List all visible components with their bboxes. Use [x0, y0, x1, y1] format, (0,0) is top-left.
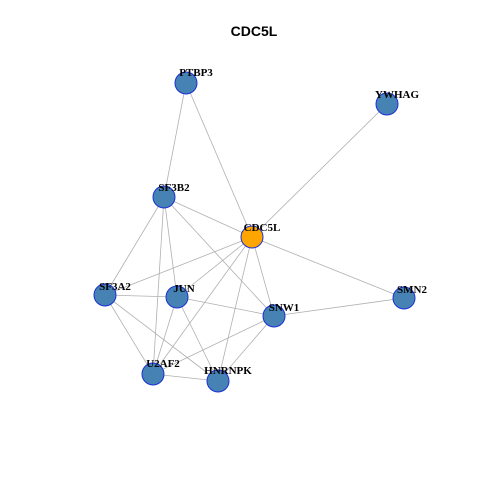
edge-jun-u2af2	[152, 296, 178, 375]
node-circle	[93, 283, 117, 307]
edge-cdc5l-jun	[176, 236, 253, 298]
node-circle	[141, 362, 165, 386]
edge-cdc5l-u2af2	[152, 236, 253, 375]
node-circle	[375, 92, 399, 116]
diagram-title: CDC5L	[231, 23, 278, 39]
edge-snw1-u2af2	[152, 315, 275, 375]
edge-jun-snw1	[176, 296, 275, 317]
node-label: PTBP3	[179, 67, 213, 79]
node-circle	[262, 304, 286, 328]
edge-sf3a2-u2af2	[104, 294, 154, 375]
edge-cdc5l-hnrnpk	[217, 236, 253, 382]
node-sf3a2: SF3A2	[93, 281, 131, 307]
edge-sf3b2-snw1	[163, 196, 275, 317]
node-u2af2: U2AF2	[141, 358, 180, 386]
node-snw1: SNW1	[262, 302, 300, 328]
node-label: SNW1	[269, 302, 300, 314]
node-circle	[240, 225, 264, 249]
edge-snw1-smn2	[273, 297, 405, 317]
edge-ptbp3-sf3b2	[163, 82, 187, 198]
node-circle	[392, 286, 416, 310]
edge-sf3b2-jun	[163, 196, 178, 298]
edge-jun-hnrnpk	[176, 296, 219, 382]
edge-sf3b2-u2af2	[152, 196, 165, 375]
edge-sf3a2-hnrnpk	[104, 294, 219, 382]
node-circle	[165, 285, 189, 309]
node-circle	[206, 369, 230, 393]
edge-sf3a2-jun	[104, 294, 178, 298]
node-sf3b2: SF3B2	[152, 182, 190, 209]
edge-cdc5l-sf3a2	[104, 236, 253, 296]
node-label: SF3B2	[158, 182, 190, 194]
node-label: HNRNPK	[204, 365, 252, 377]
edge-sf3b2-sf3a2	[104, 196, 165, 296]
node-label: YWHAG	[375, 89, 419, 101]
node-circle	[174, 71, 198, 95]
node-ywhag: YWHAG	[375, 89, 419, 116]
node-ptbp3: PTBP3	[174, 67, 213, 95]
node-label: U2AF2	[146, 358, 180, 370]
edge-cdc5l-smn2	[251, 236, 405, 299]
edge-ywhag-cdc5l	[251, 103, 388, 238]
node-label: SMN2	[397, 284, 427, 296]
edge-cdc5l-snw1	[251, 236, 275, 317]
node-hnrnpk: HNRNPK	[204, 365, 252, 393]
node-circle	[152, 185, 176, 209]
node-label: SF3A2	[99, 281, 131, 293]
edges-layer	[104, 82, 405, 382]
node-jun: JUN	[165, 283, 195, 309]
node-smn2: SMN2	[392, 284, 427, 310]
edge-sf3b2-cdc5l	[163, 196, 253, 238]
edge-snw1-hnrnpk	[217, 315, 275, 382]
node-label: JUN	[173, 283, 194, 295]
node-label: CDC5L	[244, 222, 281, 234]
node-cdc5l: CDC5L	[240, 222, 281, 249]
edge-ptbp3-cdc5l	[185, 82, 253, 238]
